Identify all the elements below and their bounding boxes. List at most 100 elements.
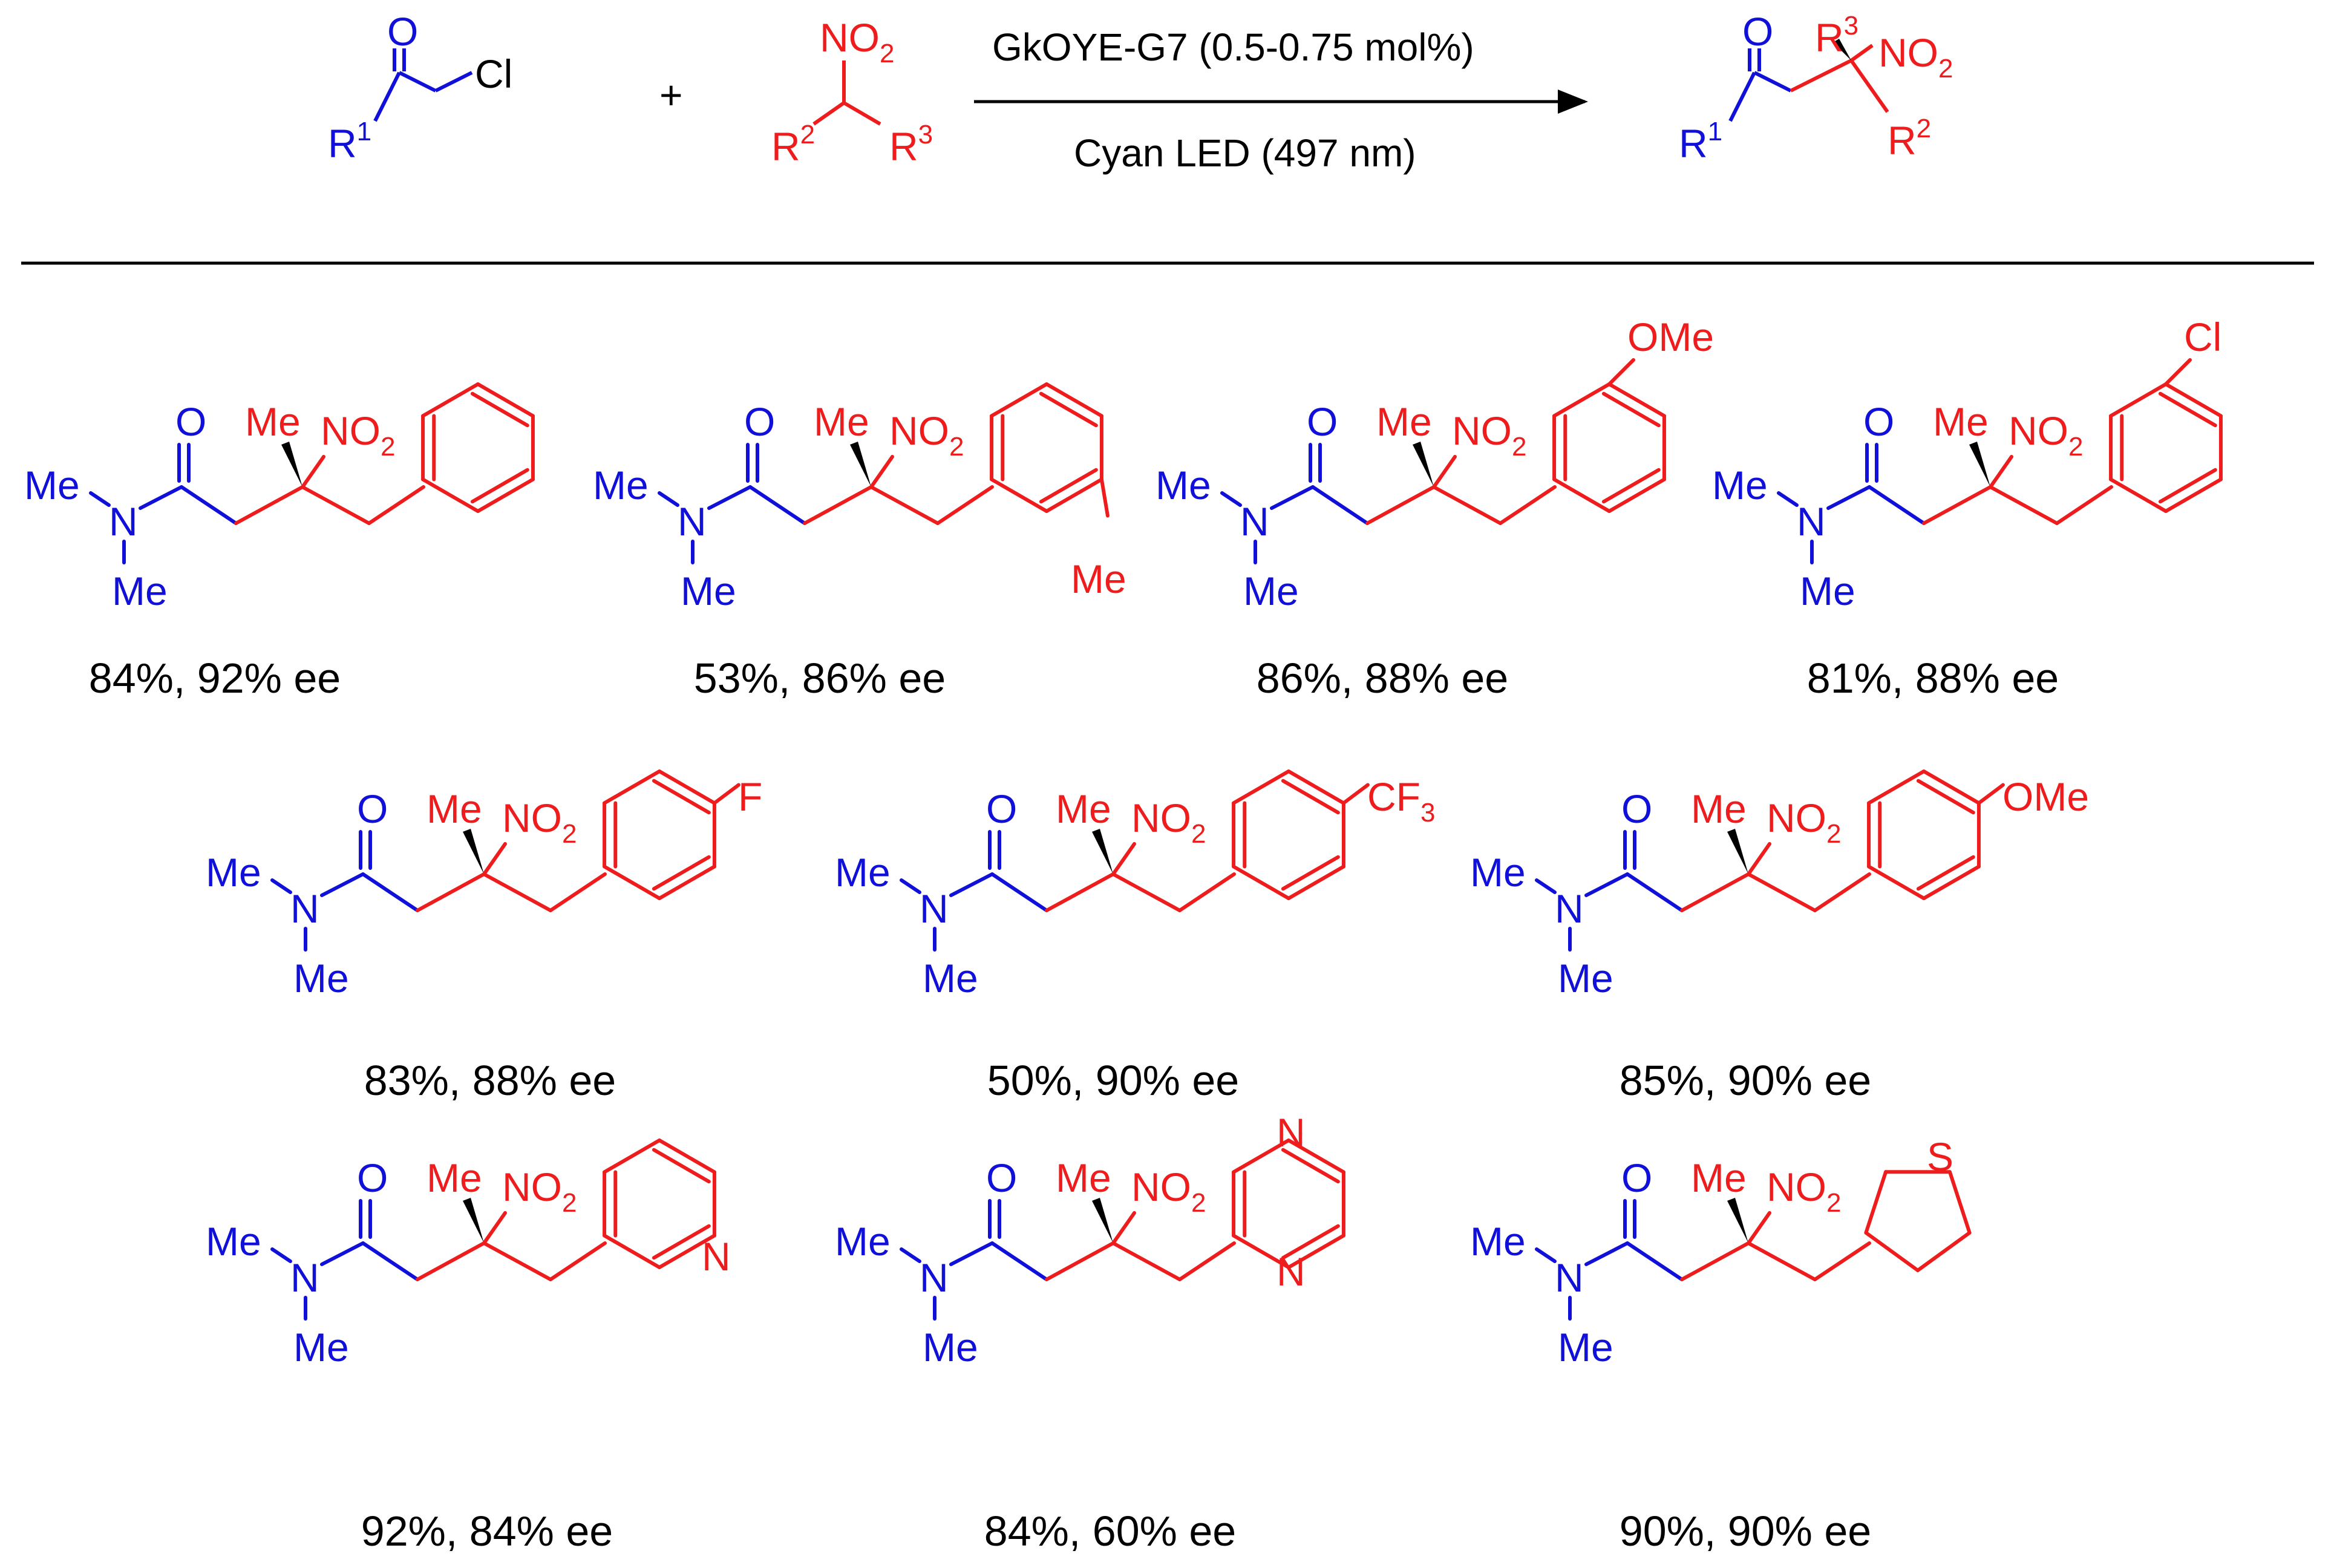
bond bbox=[1584, 1241, 1629, 1266]
ring-bond bbox=[1864, 1170, 1888, 1235]
bond bbox=[1432, 455, 1457, 489]
ring-bond bbox=[990, 477, 1048, 513]
ring-2-methylphenyl: Me bbox=[990, 382, 1126, 601]
ring-bond bbox=[476, 477, 535, 513]
product-oxygen-label: O bbox=[1742, 9, 1773, 54]
amide-oxygen-label: O bbox=[357, 1155, 388, 1200]
ring-bond bbox=[1232, 864, 1290, 900]
nitro-label-sub: 2 bbox=[562, 1188, 577, 1218]
bond bbox=[1680, 872, 1750, 912]
bond bbox=[1989, 455, 2013, 489]
alpha-methyl-label: Me bbox=[814, 399, 869, 444]
alpha-methyl-label-text: Me bbox=[1056, 1155, 1111, 1200]
ring-bond bbox=[603, 1233, 661, 1269]
para-substituent-label: OMe bbox=[2002, 774, 2089, 819]
n-methyl-2-label: Me bbox=[1558, 956, 1613, 1001]
nitro-label-text: NO bbox=[1767, 795, 1826, 840]
nitro-label-text: NO bbox=[321, 408, 381, 453]
bond bbox=[270, 1247, 292, 1263]
ring-inner-bond bbox=[652, 855, 711, 891]
plus-sign: + bbox=[659, 73, 683, 117]
bond bbox=[1499, 485, 1557, 525]
pyridine-nitrogen-label: N bbox=[702, 1234, 731, 1279]
bond bbox=[1341, 783, 1370, 805]
n-methyl-2-label-text: Me bbox=[1243, 569, 1299, 613]
nitro-label-sub: 2 bbox=[1826, 1188, 1841, 1218]
ring-inner-bond bbox=[1601, 468, 1661, 504]
para-substituent-label-text: OMe bbox=[2002, 774, 2089, 819]
para-substituent-label-text: CF bbox=[1367, 774, 1420, 819]
ring-bond bbox=[1287, 1138, 1345, 1174]
bond bbox=[234, 485, 304, 525]
n-methyl-2-label-text: Me bbox=[681, 569, 736, 613]
nitro-label: NO2 bbox=[820, 15, 894, 68]
amide-nitrogen-label-text: N bbox=[1797, 499, 1826, 544]
bond bbox=[936, 485, 994, 525]
n-methyl-2-label-text: Me bbox=[293, 1325, 349, 1370]
n-methyl-2-label-text: Me bbox=[293, 956, 349, 1001]
n-methyl-label: Me bbox=[206, 1219, 261, 1264]
amide-oxygen-label: O bbox=[1621, 1155, 1652, 1200]
nitro-label: NO2 bbox=[1767, 795, 1841, 849]
bond bbox=[2055, 485, 2113, 525]
ring-bond bbox=[1922, 864, 1981, 900]
bond bbox=[1111, 872, 1182, 912]
meta-substituent-label: OMe bbox=[1627, 315, 1714, 359]
bond bbox=[1111, 1211, 1136, 1245]
reactant-chloroketone bbox=[373, 48, 473, 122]
n-methyl-2-label: Me bbox=[923, 956, 978, 1001]
bond bbox=[482, 842, 507, 876]
ring-phenyl bbox=[421, 382, 535, 513]
bond bbox=[803, 485, 873, 525]
yield-label-5: 83%, 88% ee bbox=[364, 1057, 616, 1104]
ring-inner-bond bbox=[1039, 391, 1098, 428]
bond bbox=[949, 1241, 994, 1266]
product-nitro-label: NO2 bbox=[1878, 30, 1953, 83]
n-methyl-2-label-text: Me bbox=[1558, 1325, 1613, 1370]
ring-bond bbox=[658, 1233, 716, 1269]
ring-inner-bond bbox=[652, 1224, 711, 1260]
nitro-label-sub: 2 bbox=[381, 432, 395, 462]
alpha-methyl-label: Me bbox=[427, 786, 482, 831]
amide-oxygen-label-text: O bbox=[175, 399, 206, 444]
bond bbox=[1365, 485, 1436, 525]
amide-oxygen-label-text: O bbox=[1863, 399, 1894, 444]
thiophene-sulfur-label: S bbox=[1927, 1134, 1953, 1179]
nitro-label-text: NO bbox=[889, 408, 949, 453]
ring-bond bbox=[1232, 1138, 1290, 1174]
yield-label-9: 84%, 60% ee bbox=[984, 1508, 1236, 1555]
yield-label-8: 92%, 84% ee bbox=[361, 1508, 613, 1555]
amide-oxygen-label: O bbox=[1863, 399, 1894, 444]
reactant-nitroalkane bbox=[812, 60, 881, 126]
ring-bond bbox=[1864, 1230, 1920, 1272]
n-methyl-label-text: Me bbox=[835, 1219, 891, 1264]
alpha-methyl-label: Me bbox=[1691, 1155, 1747, 1200]
bond bbox=[361, 872, 419, 912]
product-r1-label: R1 bbox=[1679, 117, 1722, 166]
ring-bond bbox=[1552, 477, 1611, 513]
alpha-methyl-label-text: Me bbox=[1691, 1155, 1747, 1200]
ortho-methyl-label: Me bbox=[1071, 557, 1126, 601]
nitro-label-sub: 2 bbox=[2068, 432, 2083, 462]
ring-inner-bond bbox=[1916, 779, 1975, 815]
nitro-label-sub: 2 bbox=[1191, 819, 1206, 849]
r2-label: R2 bbox=[771, 120, 815, 169]
bond bbox=[482, 1241, 552, 1281]
ring-inner-bond bbox=[1281, 1148, 1340, 1184]
para-substituent-label: F bbox=[738, 774, 762, 819]
r3-label: R3 bbox=[889, 120, 933, 169]
ring-bond bbox=[658, 769, 716, 805]
n-methyl-label-text: Me bbox=[835, 850, 891, 895]
ring-bond bbox=[1607, 477, 1666, 513]
amide-nitrogen-label-text: N bbox=[920, 1255, 949, 1300]
ring-bond bbox=[2164, 477, 2223, 513]
bond bbox=[1813, 1241, 1871, 1281]
bond bbox=[270, 878, 292, 894]
ring-bond bbox=[603, 864, 661, 900]
bond bbox=[1178, 1241, 1236, 1281]
ring-4-trifluoromethylphenyl: CF3 bbox=[1232, 769, 1435, 900]
bond bbox=[1270, 485, 1315, 510]
meta-substituent-label: Cl bbox=[2184, 315, 2221, 359]
